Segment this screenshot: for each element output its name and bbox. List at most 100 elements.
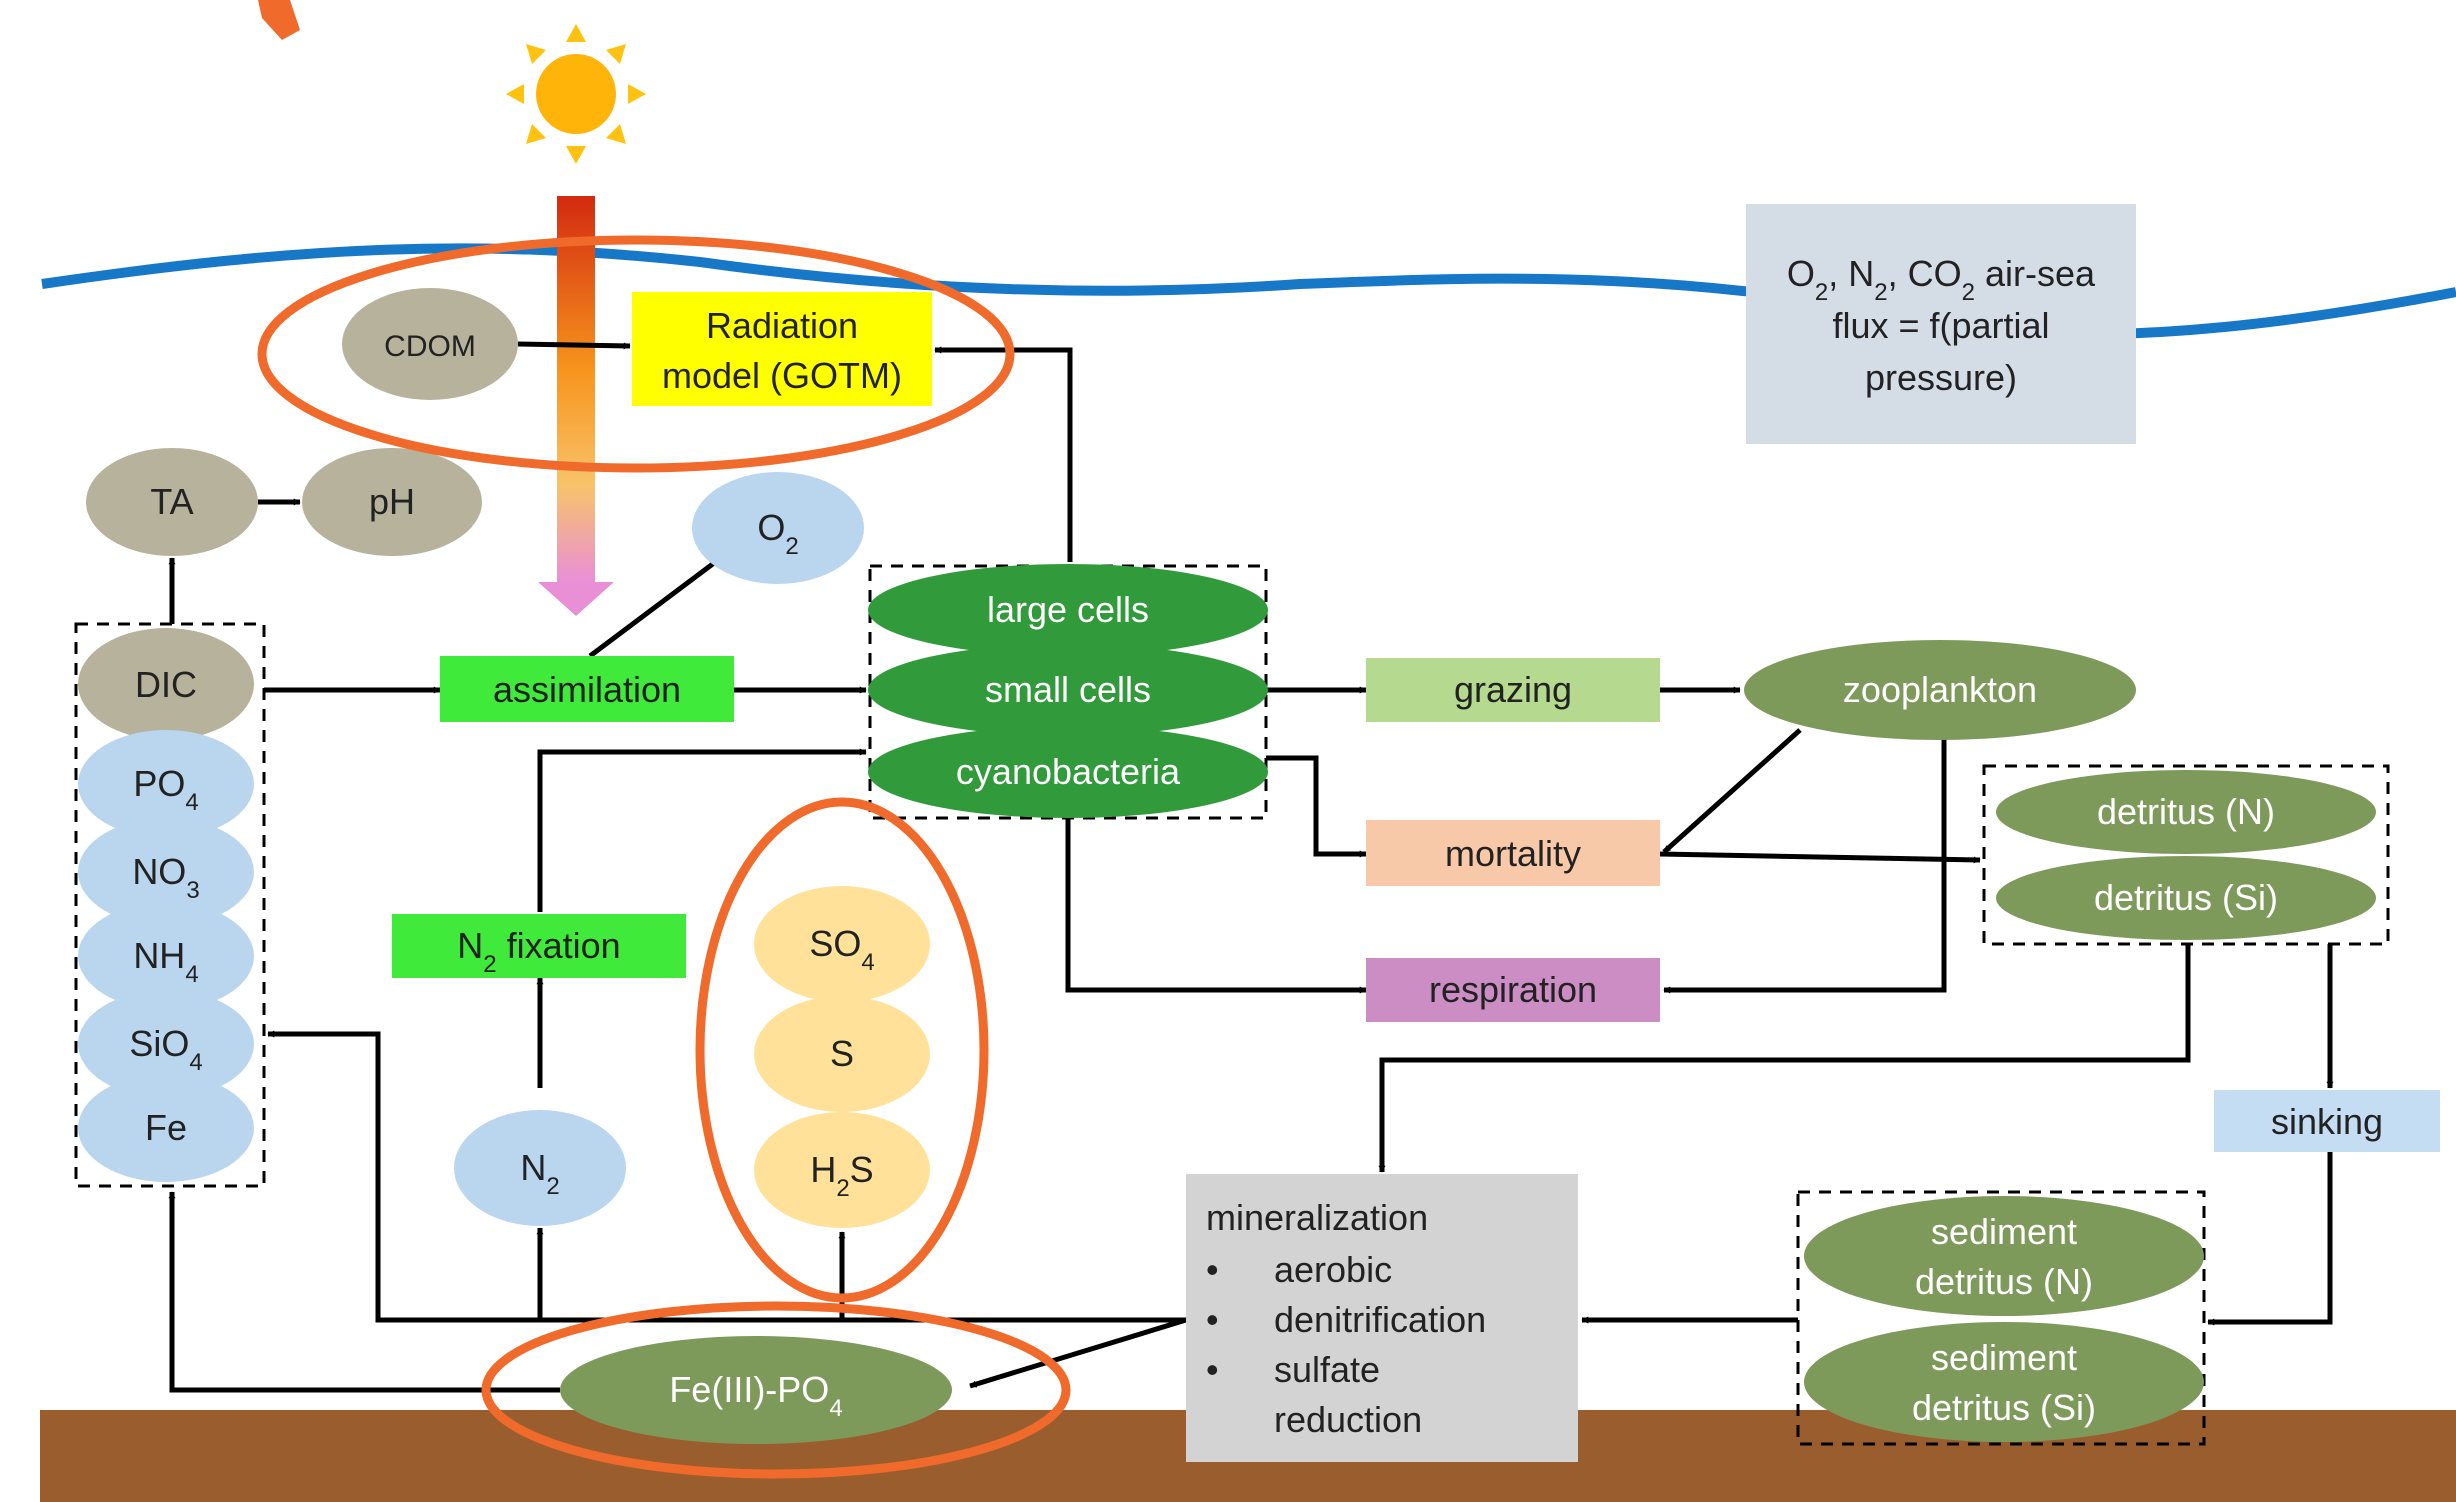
assimilation-box xyxy=(440,656,734,722)
airsea-flux-box xyxy=(1746,204,2136,444)
dic-label: DIC xyxy=(135,664,197,705)
sediment-detritus-n-label-1: sediment xyxy=(1931,1211,2077,1252)
sediment-detritus-n-label-2: detritus (N) xyxy=(1915,1261,2093,1302)
mortality-label: mortality xyxy=(1445,833,1581,874)
phyto-to-respiration xyxy=(1065,818,1367,994)
phyto-to-radiation xyxy=(934,346,1073,562)
zooplankton-to-mortality xyxy=(1662,728,1802,854)
detritus-si-node xyxy=(1996,856,2376,940)
mineralization-box xyxy=(1186,1174,1578,1462)
s-label: S xyxy=(830,1033,854,1074)
no3-label: NO3 xyxy=(132,851,199,904)
cyanobacteria-label: cyanobacteria xyxy=(956,751,1181,792)
detritus-n-node xyxy=(1996,770,2376,854)
mineralization-to-fepo4 xyxy=(969,1317,1187,1389)
o2-label: O2 xyxy=(757,507,798,560)
highlight-fe3po4 xyxy=(481,1301,1071,1479)
no3-node xyxy=(78,818,254,926)
detritus-to-mineralization xyxy=(1378,944,2191,1173)
sediment-detritus-si-node xyxy=(1804,1322,2204,1442)
airsea-line1: O2, N2, CO2 air-sea xyxy=(1787,253,2096,306)
cropped-mark xyxy=(258,0,300,40)
sediment-detritus-group xyxy=(1796,1190,2206,1446)
mineralization-bullet-2: • xyxy=(1206,1299,1219,1340)
respiration-label: respiration xyxy=(1429,969,1597,1010)
mineralization-bullet-3: • xyxy=(1206,1349,1219,1390)
fe3po4-node xyxy=(560,1336,952,1444)
nh4-label: NH4 xyxy=(133,935,198,988)
n2-fixation-label: N2 fixation xyxy=(457,925,620,978)
fe-label: Fe xyxy=(145,1107,187,1148)
large-cells-label: large cells xyxy=(987,589,1149,630)
h2s-node xyxy=(754,1112,930,1228)
mineralization-to-sio4 xyxy=(267,1030,1186,1323)
sinking-box xyxy=(2214,1090,2440,1152)
radiation-beam xyxy=(557,196,595,582)
highlight-sulfur xyxy=(695,797,989,1303)
sio4-label: SiO4 xyxy=(129,1023,202,1076)
fe-node xyxy=(78,1074,254,1182)
cyano-to-mortality xyxy=(1266,755,1367,858)
sediment-detritus-n-node xyxy=(1804,1196,2204,1316)
radiation-model-box xyxy=(632,292,932,406)
h2s-label: H2S xyxy=(810,1149,873,1202)
po4-node xyxy=(78,730,254,838)
fe3po4-label: Fe(III)-PO4 xyxy=(669,1369,842,1422)
cdom-to-radiation xyxy=(517,341,631,350)
highlight-radiation xyxy=(257,235,1015,473)
sediment-detritus-si-label-2: detritus (Si) xyxy=(1912,1387,2096,1428)
n2-node xyxy=(454,1110,626,1226)
airsea-line2: flux = f(partial xyxy=(1832,305,2049,346)
so4-label: SO4 xyxy=(809,923,874,976)
cdom-node xyxy=(342,288,518,400)
radiation-label-2: model (GOTM) xyxy=(662,355,902,396)
mineralization-title: mineralization xyxy=(1206,1197,1428,1238)
mineralization-bullet-1: • xyxy=(1206,1249,1219,1290)
cyanobacteria-node xyxy=(868,726,1268,818)
o2-node xyxy=(692,472,864,584)
radiation-label-1: Radiation xyxy=(706,305,858,346)
sio4-node xyxy=(78,990,254,1098)
n2-label: N2 xyxy=(520,1147,559,1200)
ta-node xyxy=(86,448,258,556)
mineralization-item-denitrification: denitrification xyxy=(1274,1299,1486,1340)
ta-label: TA xyxy=(150,481,193,522)
zooplankton-label: zooplankton xyxy=(1843,669,2037,710)
small-cells-label: small cells xyxy=(985,669,1151,710)
so4-node xyxy=(754,886,930,1002)
grazing-label: grazing xyxy=(1454,669,1572,710)
small-cells-node xyxy=(868,644,1268,736)
mortality-to-detritus xyxy=(1659,851,1981,864)
dic-node xyxy=(78,628,254,740)
airsea-line3: pressure) xyxy=(1865,357,2017,398)
radiation-beam-tip xyxy=(538,582,614,616)
sinking-to-sediment xyxy=(2207,1152,2333,1326)
detritus-si-label: detritus (Si) xyxy=(2094,877,2278,918)
zooplankton-node xyxy=(1744,640,2136,740)
cdom-label: CDOM xyxy=(384,330,476,363)
respiration-box xyxy=(1366,958,1660,1022)
sediment-detritus-si-label-1: sediment xyxy=(1931,1337,2077,1378)
s-node xyxy=(754,996,930,1112)
n2fixation-to-phyto xyxy=(537,748,867,912)
sun-icon xyxy=(506,24,646,164)
mortality-box xyxy=(1366,820,1660,886)
sinking-label: sinking xyxy=(2271,1101,2383,1142)
grazing-box xyxy=(1366,658,1660,722)
ph-node xyxy=(302,448,482,556)
mineralization-item-aerobic: aerobic xyxy=(1274,1249,1392,1290)
po4-label: PO4 xyxy=(133,763,198,816)
ph-label: pH xyxy=(369,481,415,522)
large-cells-node xyxy=(868,564,1268,656)
detritus-n-label: detritus (N) xyxy=(2097,791,2275,832)
nh4-node xyxy=(78,902,254,1010)
n2-fixation-box xyxy=(392,914,686,978)
assimilation-to-o2 xyxy=(588,558,720,658)
mineralization-item-sulfate: sulfate xyxy=(1274,1349,1380,1390)
fepo4-to-fe xyxy=(168,1191,560,1393)
mineralization-item-reduction: reduction xyxy=(1274,1399,1422,1440)
zooplankton-to-respiration xyxy=(1663,734,1947,994)
assimilation-label: assimilation xyxy=(493,669,681,710)
